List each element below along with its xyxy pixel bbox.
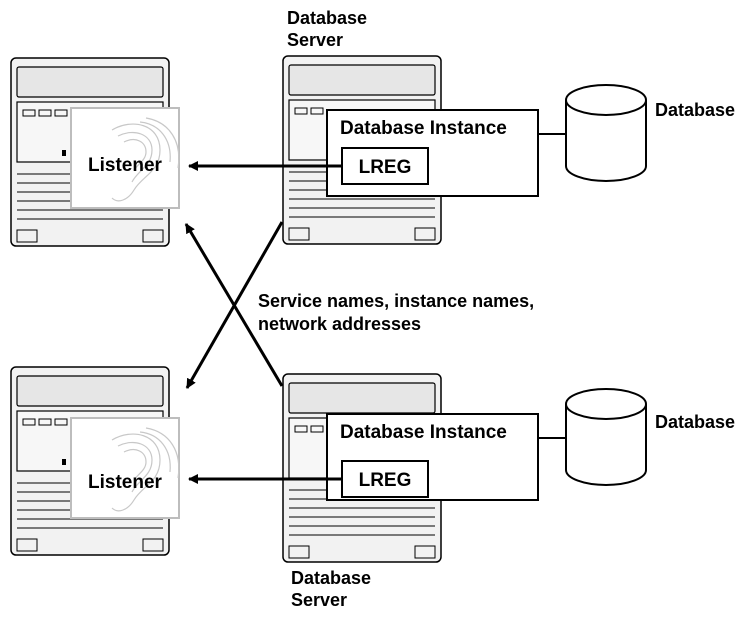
bottom-server-label-line1: Database: [291, 568, 371, 588]
listener-ear-icon: [111, 427, 180, 512]
top-server-label-line1: Database: [287, 8, 367, 28]
database-cylinder-icon: [565, 388, 647, 486]
instance-label: Database Instance: [340, 118, 507, 139]
top-server-label-line2: Server: [287, 30, 343, 50]
database-instance-top: Database Instance LREG: [326, 109, 539, 197]
database-label: Database: [655, 412, 735, 432]
listener-bottom: Listener: [70, 417, 180, 519]
listener-top: Listener: [70, 107, 180, 209]
database-instance-bottom: Database Instance LREG: [326, 413, 539, 501]
listener-label: Listener: [88, 472, 163, 493]
lreg-label: LREG: [359, 470, 412, 491]
database-cylinder-icon: [565, 84, 647, 182]
database-label: Database: [655, 100, 735, 120]
registration-info-line1: Service names, instance names,: [258, 291, 534, 311]
bottom-server-label-line2: Server: [291, 590, 347, 610]
registration-info-line2: network addresses: [258, 314, 421, 334]
arrow-bottom-server-to-top-listener: [184, 223, 284, 387]
instance-label: Database Instance: [340, 422, 507, 443]
listener-ear-icon: [111, 117, 180, 202]
lreg-label: LREG: [359, 157, 412, 178]
listener-label: Listener: [88, 155, 163, 176]
